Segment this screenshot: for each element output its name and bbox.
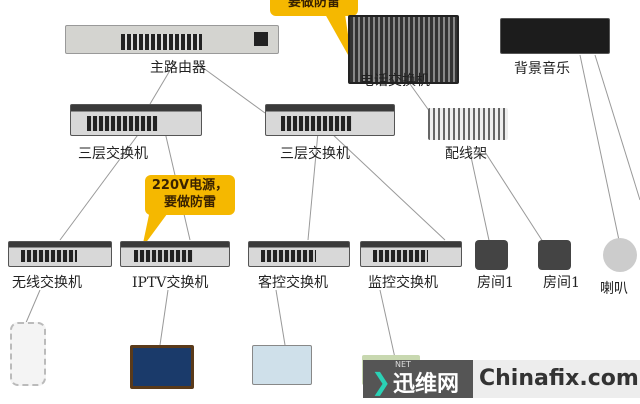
speaker-icon [603,238,637,272]
wireless-switch [8,241,112,267]
watermark-net: NET [395,360,411,369]
label-room-2: 房间1 [543,275,580,291]
patch-panel [428,108,508,140]
label-router: 主路由器 [150,60,206,76]
label-iptv-switch: IPTV交换机 [132,275,209,291]
surveillance-switch [360,241,462,267]
watermark-logo-icon: ❯ [371,368,392,396]
l3-switch-a [70,104,202,136]
callout-text-2: 要做防雷 [163,195,216,210]
watermark-cn: 迅维网 [393,372,460,397]
callout-text-1: 220V电源， [151,178,229,193]
pbx-device [348,15,459,84]
callout-power-lightning: 220V电源， 要做防雷 [145,175,235,215]
label-patch-panel: 配线架 [445,146,487,162]
iptv-switch [120,241,230,267]
phone-icon [475,240,508,270]
label-l3-switch-a: 三层交换机 [78,146,148,162]
router-device [65,25,279,54]
watermark: ❯ NET 迅维网 Chinafix.com [363,360,640,398]
iptv-tv-device [130,345,194,389]
bgm-amplifier [500,18,610,54]
label-speaker: 喇叭 [600,281,628,297]
callout-lightning-top: 要做防雷 [270,0,358,16]
room-controller-device [252,345,312,385]
label-pbx: 电话交换机 [360,73,430,89]
label-surveillance-switch: 监控交换机 [368,275,438,291]
guest-control-switch [248,241,350,267]
callout-text: 要做防雷 [287,0,340,10]
wireless-ap-device [10,322,46,386]
watermark-en: Chinafix.com [479,366,639,391]
label-guest-control-switch: 客控交换机 [258,275,328,291]
label-bgm: 背景音乐 [514,61,570,77]
label-l3-switch-b: 三层交换机 [280,146,350,162]
label-room-1: 房间1 [477,275,514,291]
phone-icon [538,240,571,270]
label-wireless-switch: 无线交换机 [12,275,82,291]
l3-switch-b [265,104,395,136]
